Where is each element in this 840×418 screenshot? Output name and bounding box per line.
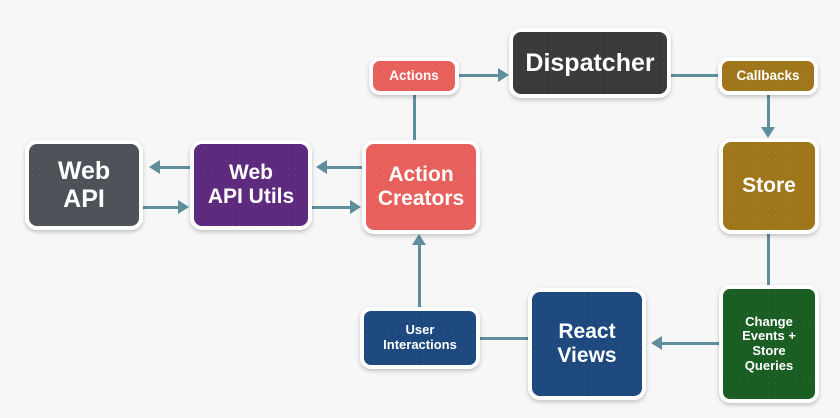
arrowhead-web-api-to-web-api-utils: [178, 200, 189, 214]
node-react-views-label: React Views: [557, 320, 617, 367]
edge-action-creators-to-actions: [413, 95, 416, 141]
arrowhead-web-api-utils-to-web-api: [149, 160, 160, 174]
arrowhead-user-interactions-to-action-creators: [412, 234, 426, 245]
node-web-api-utils[interactable]: Web API Utils: [190, 140, 312, 230]
edge-change-events-to-react-views: [660, 342, 719, 345]
node-dispatcher[interactable]: Dispatcher: [509, 28, 671, 98]
node-action-creators[interactable]: Action Creators: [362, 140, 480, 234]
edge-action-creators-to-web-api-utils: [325, 166, 362, 169]
edge-actions-to-dispatcher: [459, 74, 498, 77]
node-store-label: Store: [742, 174, 796, 198]
node-change-events[interactable]: Change Events + Store Queries: [719, 285, 819, 403]
edge-user-interactions-to-action-creators: [418, 243, 421, 307]
node-user-interactions-label: User Interactions: [383, 322, 457, 352]
node-user-interactions[interactable]: User Interactions: [360, 307, 480, 369]
node-web-api-label: Web API: [57, 157, 111, 213]
arrowhead-callbacks-to-store: [761, 127, 775, 138]
node-actions[interactable]: Actions: [369, 57, 459, 95]
arrowhead-change-events-to-react-views: [651, 336, 662, 350]
arrowhead-actions-to-dispatcher: [498, 68, 509, 82]
node-actions-label: Actions: [389, 68, 439, 84]
edge-web-api-utils-to-action-creators: [312, 206, 350, 209]
arrowhead-web-api-utils-to-action-creators: [350, 200, 361, 214]
edge-dispatcher-to-callbacks: [671, 74, 718, 77]
edge-react-views-to-user-interactions: [480, 337, 528, 340]
edge-callbacks-to-store: [767, 95, 770, 129]
arrowhead-action-creators-to-web-api-utils: [316, 160, 327, 174]
edge-web-api-utils-to-web-api: [158, 166, 190, 169]
node-callbacks[interactable]: Callbacks: [718, 57, 818, 95]
node-callbacks-label: Callbacks: [736, 68, 800, 84]
node-store[interactable]: Store: [719, 138, 819, 234]
node-web-api[interactable]: Web API: [25, 140, 143, 230]
edge-web-api-to-web-api-utils: [143, 206, 178, 209]
node-action-creators-label: Action Creators: [377, 163, 465, 210]
node-react-views[interactable]: React Views: [528, 288, 646, 400]
edge-store-to-change-events: [767, 234, 770, 285]
node-change-events-label: Change Events + Store Queries: [742, 313, 796, 373]
node-dispatcher-label: Dispatcher: [525, 49, 655, 77]
node-web-api-utils-label: Web API Utils: [207, 161, 295, 208]
